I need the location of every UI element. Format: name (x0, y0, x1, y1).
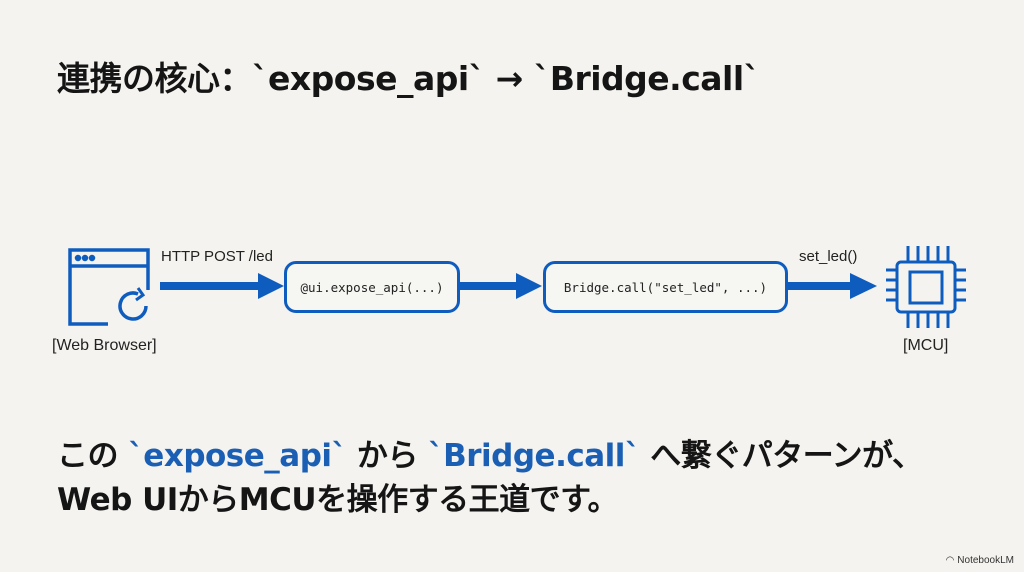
notebooklm-watermark: ◠NotebookLM (946, 555, 1014, 566)
web-browser-label: [Web Browser] (52, 337, 157, 354)
code-bridge-call: `Bridge.call` (428, 438, 640, 474)
mcu-chip-icon (886, 246, 966, 328)
watermark-text: NotebookLM (957, 555, 1014, 566)
bridge-call-node: Bridge.call("set_led", ...) (543, 261, 788, 313)
summary-text: この (57, 438, 129, 474)
summary-text: へ繋ぐパターンが、 (639, 438, 923, 474)
summary-line-1: この `expose_api` から `Bridge.call` へ繋ぐパターン… (57, 430, 923, 475)
arrow-bridge-to-mcu (788, 273, 877, 299)
edge-label-set-led: set_led() (799, 248, 858, 265)
summary-line-2: Web UIからMCUを操作する王道です。 (57, 482, 618, 518)
summary-text: から (346, 438, 429, 474)
slide-title: 連携の核心：`expose_api` → `Bridge.call` (57, 59, 760, 98)
web-browser-icon (68, 248, 150, 326)
expose-api-node: @ui.expose_api(...) (284, 261, 460, 313)
arrow-browser-to-expose-api (160, 273, 284, 299)
notebooklm-logo-icon: ◠ (945, 555, 955, 566)
code-expose-api: `expose_api` (128, 438, 347, 474)
edge-label-http-post: HTTP POST /led (161, 248, 273, 265)
mcu-label: [MCU] (903, 337, 949, 354)
arrow-expose-api-to-bridge (460, 273, 542, 299)
